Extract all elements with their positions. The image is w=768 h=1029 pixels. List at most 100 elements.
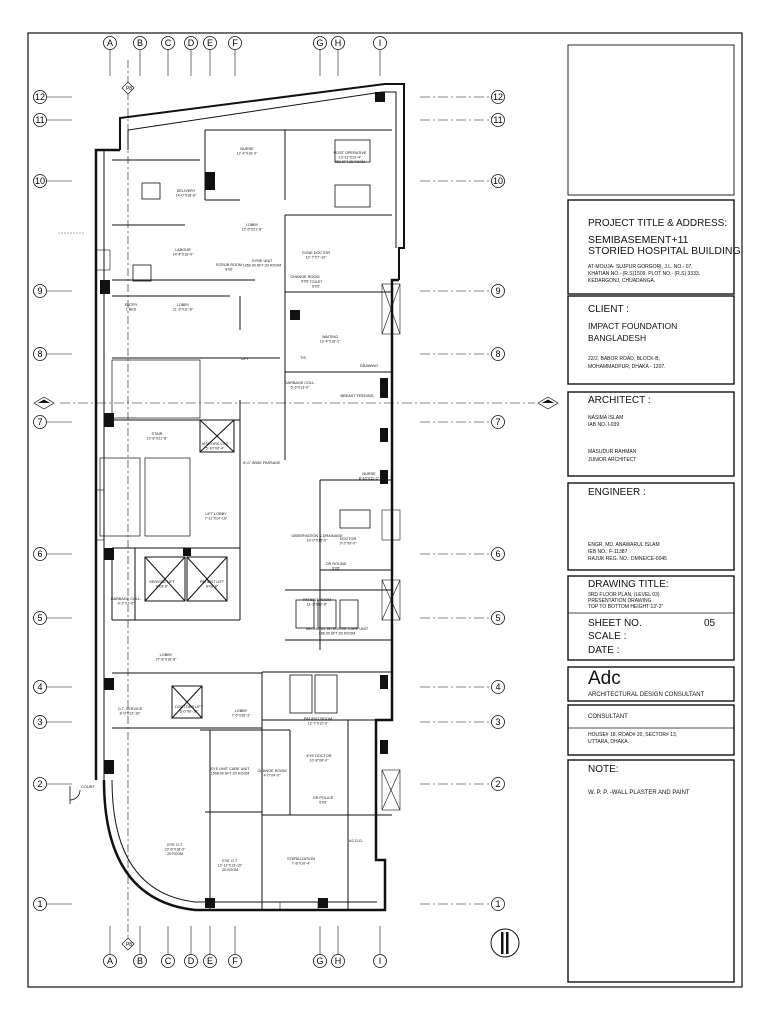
grid-column-label: G (316, 956, 323, 966)
section-marker-icon (537, 396, 559, 410)
firm-logo-abbrev: Adc (588, 668, 621, 689)
room-label: COURT (81, 785, 95, 789)
grid-row-label: 11 (493, 115, 502, 125)
room-extra: 2D ROOM (167, 852, 183, 856)
room-size: 8'X6' (225, 268, 233, 272)
room-name: LABOUR (175, 248, 191, 252)
room-name: 8'-0" WIDE PASSAGE (243, 461, 281, 465)
room-label: BREAST FEEDING (340, 394, 373, 398)
room-size: 5'-6"X13'-0" (291, 386, 310, 390)
room-name: OBSERVATION & DRAINAGE (291, 534, 343, 538)
room-size: 7'-6"X28'-3" (232, 714, 251, 718)
room-name: T/S (300, 356, 306, 360)
date-label: DATE : (588, 645, 620, 656)
scale-label: SCALE : (588, 631, 627, 642)
room-name: DOCTORS LIFT (175, 705, 203, 709)
room-size: 14'-0"X18'-8" (176, 194, 197, 198)
room-size: 1508.00 SFT 2D ROOM (211, 772, 249, 776)
consultant-address-line-2: UTTARA, DHAKA. (588, 739, 630, 745)
grid-column-e: EE (203, 36, 217, 968)
room-name: STERILIZATION (287, 857, 315, 861)
grid-column-label: I (379, 38, 382, 48)
drawing-title-line-3: TOP TO BOTTOM HEIGHT 13'-2" (588, 604, 664, 610)
grid-row-label: 11 (35, 115, 44, 125)
drawing-title-heading: DRAWING TITLE: (588, 579, 669, 590)
architect-heading: ARCHITECT : (588, 395, 651, 406)
grid-row-label: 2 (37, 779, 42, 789)
room-name: SCRUB ROOM (216, 263, 242, 267)
grid-row-label: 6 (37, 549, 42, 559)
room-label: 8'-0" WIDE PASSAGE (243, 461, 281, 465)
consultant-address-line-1: HOUSE# 18, ROAD# 20, SECTOR# 13, (588, 732, 678, 738)
room-size: 5'X5' (319, 801, 327, 805)
grid-row-11: 11 11 (33, 113, 505, 127)
room-name: EYE DOCTOR (306, 754, 331, 758)
architect-1-name: NASIMA ISLAM (588, 415, 624, 421)
grid-row-label: 12 (35, 92, 45, 102)
grid-column-b: BB (133, 36, 147, 968)
room-size: 8'-10"X11'-1" (359, 477, 380, 481)
engineer-line-1: ENGR. MD. ANAWARUL ISLAM (588, 542, 660, 548)
firm-name: ARCHITECTURAL DESIGN CONSULTANT (588, 692, 705, 698)
room-size: 5'X5' (332, 567, 340, 571)
room-size: 5'X5' (301, 280, 309, 284)
note-heading: NOTE: (588, 764, 619, 775)
client-name-line-2: BANGLADESH (588, 333, 647, 343)
title-block-frame (567, 44, 735, 983)
sheet-no-value: 05 (704, 618, 716, 629)
grid-column-label: I (379, 956, 382, 966)
room-label: AC D.D. (349, 839, 363, 843)
room-size: 9'-2"X9'-0" (340, 542, 357, 546)
grid-column-label: C (165, 38, 172, 48)
grid-column-label: B (137, 956, 143, 966)
grid-column-d: DD (184, 36, 198, 968)
room-name: EYE O.T. (167, 843, 183, 847)
room-name: OR POLICE (313, 796, 334, 800)
room-size: 8'X8'-8" (206, 585, 219, 589)
building-walls (69, 83, 405, 912)
room-label: LIFT (241, 357, 249, 361)
grid-column-label: C (165, 956, 172, 966)
room-label: EYE O.T.12'-11"X13'-10"2D ROOM (218, 859, 243, 872)
section-marker-label: P8 (126, 942, 132, 948)
room-label: T/S (300, 356, 306, 360)
room-name: LIFT (241, 357, 249, 361)
grid-column-label: F (232, 956, 238, 966)
room-size: 10'-8"X8'-0" (310, 759, 329, 763)
room-name: GYNE UNIT (252, 259, 273, 263)
room-size: 4'-0"X4'-0" (264, 774, 281, 778)
room-size: 13'-11"X13'-4" (339, 156, 362, 160)
project-address-line-3: KEDARGONJ, CHUADANGA. (588, 278, 656, 284)
client-name-line-1: IMPACT FOUNDATION (588, 321, 678, 331)
room-name: DRAWING (360, 364, 378, 368)
grid-row-label: 8 (37, 349, 42, 359)
drawing-title-line-1: 3RD FLOOR PLAN, (LEVEL 03) (588, 592, 660, 598)
room-name: SERVICE LIFT (149, 580, 175, 584)
room-size: 23'-6"X18'-0" (165, 848, 186, 852)
grid-row-label: 7 (37, 417, 42, 427)
room-name: LOBBY (177, 303, 190, 307)
grid-row-label: 10 (493, 176, 503, 186)
room-name: NURSE (240, 147, 254, 151)
client-heading: CLIENT : (588, 304, 629, 315)
room-size: 4'-2"X7'-0" (118, 602, 135, 606)
